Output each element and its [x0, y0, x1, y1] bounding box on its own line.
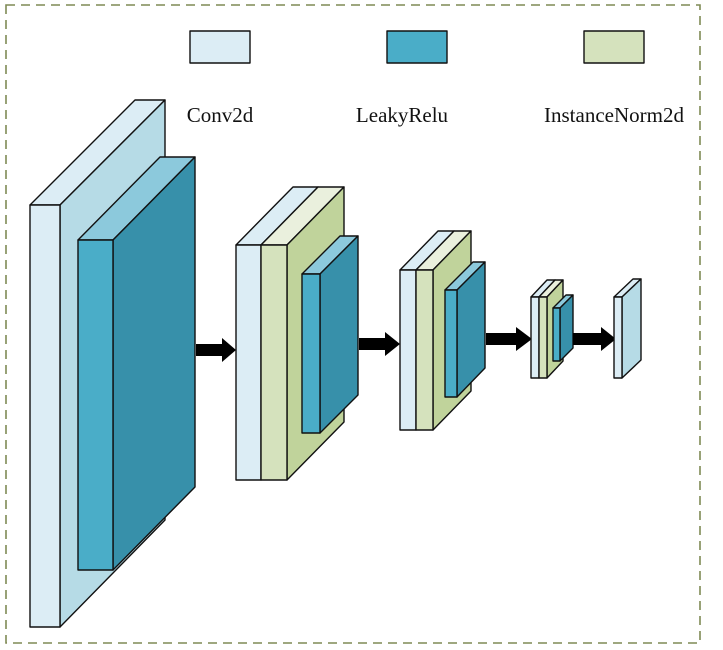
stage-2-conv-front [235, 244, 262, 481]
legend-swatch-instancenorm2d [583, 30, 645, 64]
legend-swatch-conv2d [189, 30, 251, 64]
arrow-2 [359, 332, 400, 356]
stage-3 [399, 230, 486, 431]
stage-3-relu-front [444, 289, 458, 398]
legend: Conv2d LeakyRelu InstanceNorm2d [187, 30, 684, 127]
stage-5-conv-side [621, 278, 642, 379]
legend-swatch-leakyrelu [386, 30, 448, 64]
stage-5 [613, 278, 642, 379]
stage-4 [530, 279, 574, 379]
stage-1-relu-front [77, 239, 114, 571]
stage-2-relu-front [301, 273, 321, 434]
arrow-4 [573, 327, 616, 351]
dashed-border [5, 4, 701, 644]
stage-5-conv-front [613, 296, 623, 379]
stage-4-norm-front [538, 296, 548, 379]
legend-label-conv2d: Conv2d [187, 103, 254, 127]
stage-4-relu-front [552, 307, 561, 362]
stage-3-conv-front [399, 269, 417, 431]
stage-1 [29, 99, 196, 628]
stage-4-conv-front [530, 296, 540, 379]
stage-3-norm-front [415, 269, 434, 431]
legend-label-instancenorm2d: InstanceNorm2d [544, 103, 684, 127]
stage-2 [235, 186, 359, 481]
stage-2-norm-front [260, 244, 288, 481]
arrow-3 [486, 327, 532, 351]
stage-1-conv-front [29, 204, 61, 628]
arrow-1 [196, 338, 236, 362]
legend-label-leakyrelu: LeakyRelu [356, 103, 449, 127]
